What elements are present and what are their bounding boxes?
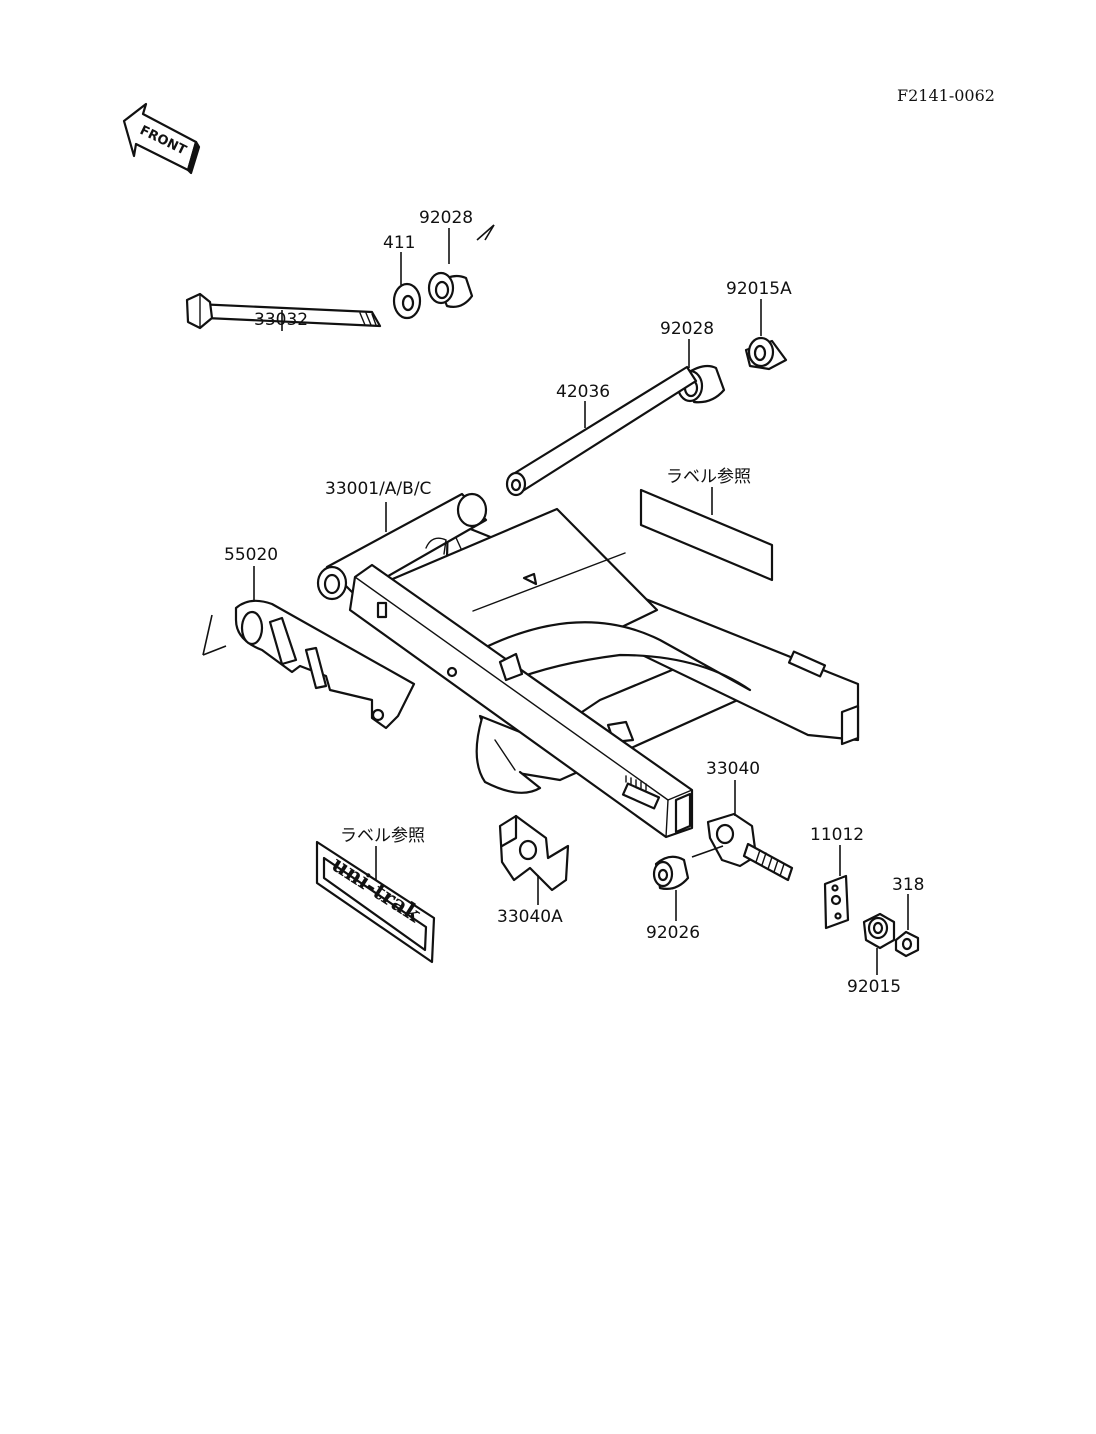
label-ref-right: ラベル参照 <box>666 467 751 487</box>
label-decal-right <box>639 488 774 582</box>
label-ref-left: ラベル参照 <box>340 826 425 846</box>
label-92015: 92015 <box>847 977 901 997</box>
label-92028-top: 92028 <box>419 208 473 228</box>
chain-guard-55020 <box>234 599 416 730</box>
label-33040: 33040 <box>706 759 760 779</box>
washer-411 <box>392 282 422 320</box>
label-92026: 92026 <box>646 923 700 943</box>
label-92028-mid: 92028 <box>660 319 714 339</box>
nut-92015A <box>744 336 788 371</box>
bushing-92028-top <box>427 271 474 308</box>
label-33040A: 33040A <box>497 907 563 927</box>
label-11012: 11012 <box>810 825 864 845</box>
label-55020: 55020 <box>224 545 278 565</box>
label-33001: 33001/A/B/C <box>325 479 431 499</box>
nut-318 <box>894 930 920 958</box>
adjuster-block-33040A <box>498 814 570 892</box>
label-318: 318 <box>892 875 924 895</box>
label-33032: 33032 <box>254 310 308 330</box>
pivot-bolt-33032 <box>185 292 382 330</box>
chain-adjuster-33040 <box>706 812 794 882</box>
label-411: 411 <box>383 233 415 253</box>
label-42036: 42036 <box>556 382 610 402</box>
diagram-code: F2141-0062 <box>897 86 995 105</box>
collar-92026 <box>652 855 690 890</box>
plate-11012 <box>823 874 850 930</box>
front-arrow-icon: FRONT <box>122 102 201 175</box>
swingarm-33001 <box>316 492 860 839</box>
nut-92015 <box>862 912 896 950</box>
label-92015A: 92015A <box>726 279 792 299</box>
collar-tube-42036 <box>505 365 698 497</box>
